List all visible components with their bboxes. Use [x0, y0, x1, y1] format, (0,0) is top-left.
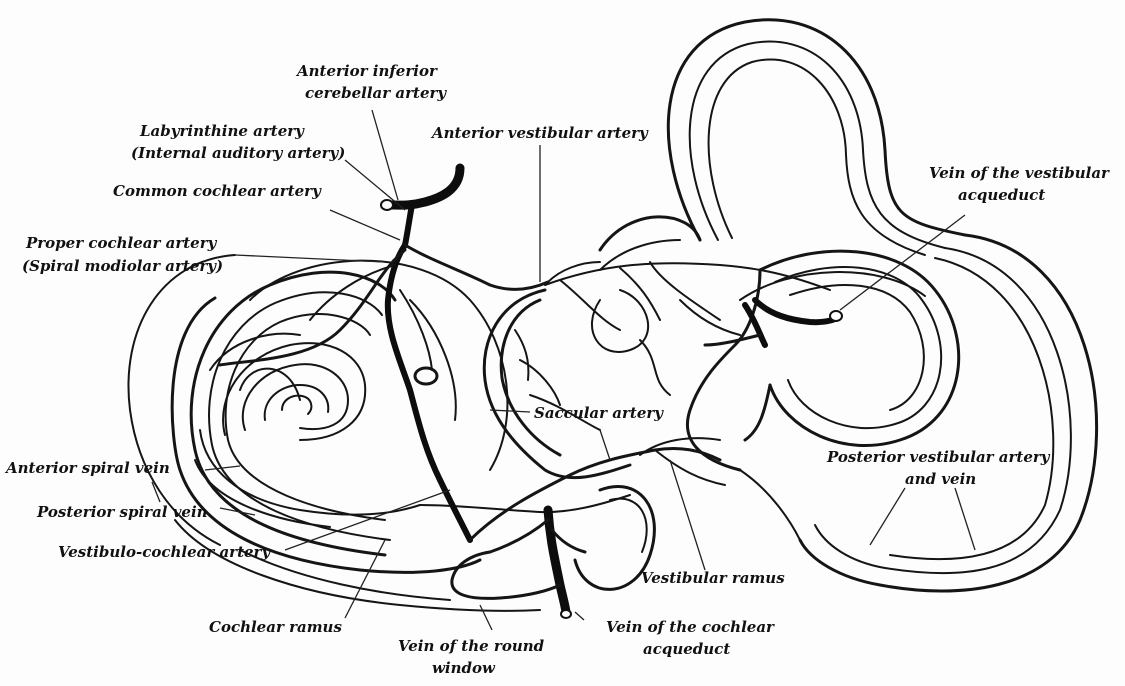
- vestibular-ramus-vessel: [470, 438, 725, 540]
- vein-of-round-window-vessel: [452, 552, 560, 598]
- label-cochlear-ramus: Cochlear ramus: [209, 618, 342, 636]
- label-anterior-vestibular-artery: Anterior vestibular artery: [430, 124, 649, 142]
- vein-cut-end: [830, 311, 842, 321]
- label-line: Vein of the cochlear: [606, 618, 775, 636]
- label-line: Vein of the vestibular: [929, 164, 1110, 182]
- label-line: (Spiral modiolar artery): [22, 257, 223, 275]
- label-line: acqueduct: [643, 640, 730, 658]
- modiolus-oval: [415, 368, 437, 384]
- label-line: (Internal auditory artery): [131, 144, 345, 162]
- label-anterior-spiral-vein: Anterior spiral vein: [4, 459, 170, 477]
- label-vein-of-cochlear-acqueduct: Vein of the cochlear acqueduct: [606, 618, 775, 658]
- label-line: and vein: [905, 470, 976, 488]
- label-line: Vein of the round: [398, 637, 545, 655]
- label-vein-of-round-window: Vein of the round window: [398, 637, 545, 677]
- label-line: acqueduct: [958, 186, 1045, 204]
- label-line: Posterior vestibular artery: [826, 448, 1051, 466]
- posterior-semicircular-canal: [800, 235, 1097, 591]
- saccule-outline: [484, 290, 648, 478]
- label-anterior-inferior-cerebellar-artery: Anterior inferior cerebellar artery: [295, 62, 447, 102]
- lateral-semicircular-canal: [740, 251, 959, 445]
- vein-cut-end: [561, 610, 571, 618]
- label-saccular-artery: Saccular artery: [534, 404, 664, 422]
- label-vein-of-vestibular-acqueduct: Vein of the vestibular acqueduct: [929, 164, 1110, 204]
- label-line: Anterior inferior: [295, 62, 438, 80]
- superior-semicircular-canal: [668, 20, 965, 255]
- labyrinthine-artery-trunk: [381, 168, 460, 245]
- label-common-cochlear-artery: Common cochlear artery: [113, 182, 322, 200]
- label-line: Proper cochlear artery: [25, 234, 218, 252]
- label-line: cerebellar artery: [305, 84, 447, 102]
- anterior-vestibular-artery-vessel: [405, 245, 600, 289]
- vestibular-arterial-branches: [515, 240, 830, 430]
- artery-cut-end: [381, 200, 393, 210]
- label-labyrinthine-artery: Labyrinthine artery (Internal auditory a…: [131, 122, 345, 162]
- label-line: window: [432, 659, 496, 677]
- label-posterior-spiral-vein: Posterior spiral vein: [36, 503, 208, 521]
- label-line: Labyrinthine artery: [139, 122, 305, 140]
- label-vestibular-ramus: Vestibular ramus: [641, 569, 785, 587]
- vein-of-vestibular-acqueduct-vessel: [705, 300, 842, 345]
- vein-of-cochlear-acqueduct-vessel: [490, 510, 585, 618]
- label-vestibulo-cochlear-artery: Vestibulo-cochlear artery: [58, 543, 271, 561]
- label-proper-cochlear-artery: Proper cochlear artery (Spiral modiolar …: [22, 234, 223, 275]
- label-posterior-vestibular-artery-and-vein: Posterior vestibular artery and vein: [826, 448, 1051, 488]
